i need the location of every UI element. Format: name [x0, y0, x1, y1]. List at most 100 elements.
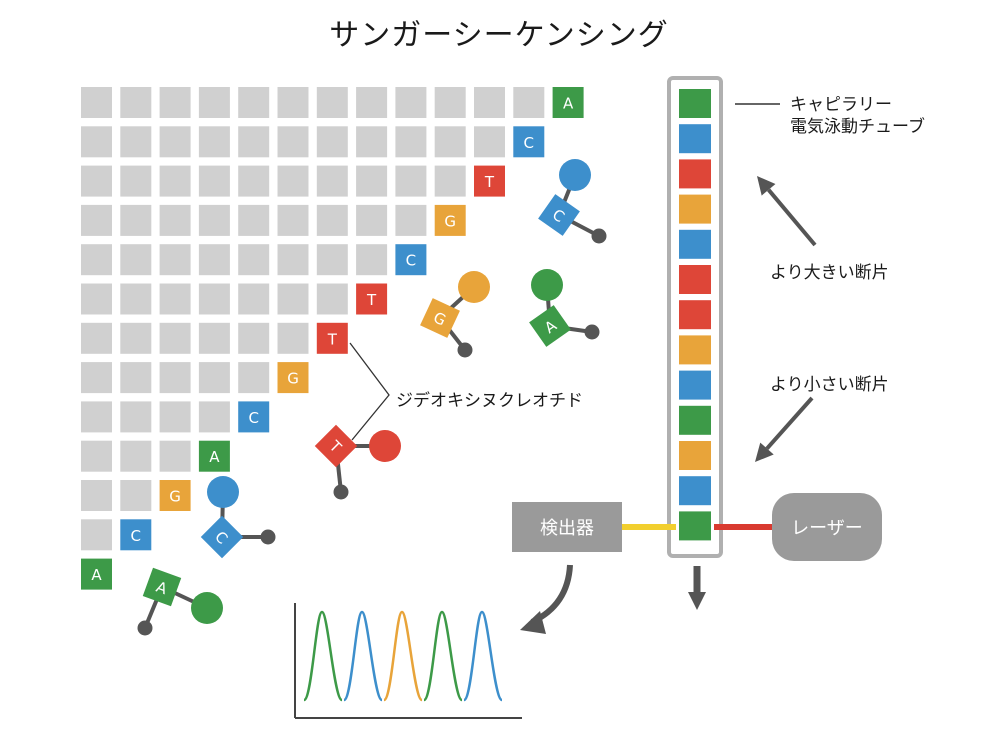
grid-cell — [159, 87, 191, 118]
grid-cell — [159, 322, 191, 354]
hydroxyl-stub — [260, 529, 276, 545]
grid-cell — [81, 126, 112, 158]
grid-cell — [81, 87, 112, 118]
migration-arrow — [688, 566, 706, 610]
dideoxynucleotide-label: ジデオキシヌクレオチド — [396, 391, 583, 411]
fragment-end-base — [198, 440, 230, 472]
grid-cell — [159, 244, 191, 276]
base-letter: T — [327, 330, 338, 348]
detector-box: 検出器 — [512, 502, 622, 552]
grid-cell — [474, 126, 505, 158]
capillary-band — [679, 511, 711, 541]
grid-cell — [81, 244, 112, 276]
chromatogram-peak — [382, 610, 424, 702]
fragment-end-base — [395, 244, 427, 276]
grid-cell — [159, 126, 191, 158]
grid-cell — [395, 204, 427, 236]
grid-cell — [238, 362, 270, 394]
grid-cell — [159, 440, 191, 472]
grid-cell — [120, 204, 152, 236]
grid-cell — [81, 401, 112, 433]
grid-cell — [238, 165, 270, 197]
arrow-shaft — [767, 188, 817, 247]
fragment-end-base — [356, 283, 388, 315]
grid-cell — [434, 165, 466, 197]
grid-cell — [198, 126, 230, 158]
grid-cell — [198, 283, 230, 315]
grid-cell — [277, 244, 309, 276]
grid-cell — [277, 87, 309, 118]
grid-cell — [159, 283, 191, 315]
grid-cell — [120, 244, 152, 276]
grid-cell — [159, 401, 191, 433]
base-letter: C — [248, 409, 258, 427]
grid-cell — [81, 519, 112, 551]
hydroxyl-stub — [457, 342, 473, 358]
phosphate-circle — [369, 430, 401, 462]
grid-cell — [120, 322, 152, 354]
grid-cell — [120, 440, 152, 472]
grid-cell — [120, 87, 152, 118]
grid-cell — [120, 165, 152, 197]
larger-fragment-label: より大きい断片 — [770, 263, 889, 283]
arrow-head — [688, 592, 706, 610]
base-letter: G — [287, 370, 299, 388]
capillary-band — [679, 159, 711, 189]
grid-cell — [277, 204, 309, 236]
grid-cell — [277, 165, 309, 197]
grid-cell — [81, 362, 112, 394]
grid-cell — [198, 87, 230, 118]
grid-cell — [238, 126, 270, 158]
grid-cell — [81, 204, 112, 236]
base-letter: C — [524, 134, 534, 152]
fragment-end-base — [238, 401, 270, 433]
capillary-band — [679, 405, 711, 435]
laser-box: レーザー — [772, 493, 882, 561]
free-dideoxynucleotide: G — [420, 271, 490, 358]
fragment-end-base — [434, 204, 466, 236]
phosphate-circle — [191, 592, 223, 624]
grid-cell — [81, 322, 112, 354]
fragment-end-base — [316, 322, 348, 354]
smaller-arrow — [755, 396, 814, 462]
free-dideoxynucleotide: C — [538, 159, 607, 244]
grid-cell — [238, 244, 270, 276]
hydroxyl-stub — [137, 620, 153, 636]
grid-cell — [316, 204, 348, 236]
phosphate-circle — [207, 476, 239, 508]
base-letter: A — [91, 566, 102, 584]
fragment-end-base — [120, 519, 152, 551]
capillary-label-line1: キャピラリー — [790, 95, 892, 115]
capillary-band — [679, 124, 711, 154]
fragment-end-base — [474, 165, 505, 197]
base-letter: T — [366, 291, 377, 309]
base-letter: C — [406, 252, 416, 270]
page-title: サンガーシーケンシング — [329, 18, 669, 53]
base-diamond — [314, 424, 358, 468]
capillary-band — [679, 335, 711, 365]
grid-cell — [434, 87, 466, 118]
base-diamond — [529, 305, 571, 347]
chromatogram-peak — [302, 610, 344, 702]
capillary-band — [679, 265, 711, 294]
arrow-head — [757, 176, 776, 196]
free-dideoxynucleotide: A — [137, 567, 223, 636]
capillary-band — [679, 370, 711, 400]
capillary-band — [679, 300, 711, 330]
phosphate-circle — [458, 271, 490, 303]
hydroxyl-stub — [333, 484, 349, 500]
ddntp-leader-line — [349, 342, 390, 441]
capillary-band — [679, 89, 711, 118]
grid-cell — [81, 440, 112, 472]
grid-cell — [238, 204, 270, 236]
free-dideoxynucleotide: T — [314, 424, 401, 500]
grid-cell — [81, 165, 112, 197]
grid-cell — [356, 204, 388, 236]
grid-cell — [81, 283, 112, 315]
grid-cell — [316, 126, 348, 158]
base-diamond — [142, 567, 182, 607]
base-letter: C — [131, 527, 141, 545]
grid-cell — [120, 362, 152, 394]
hydroxyl-stub — [591, 228, 607, 244]
